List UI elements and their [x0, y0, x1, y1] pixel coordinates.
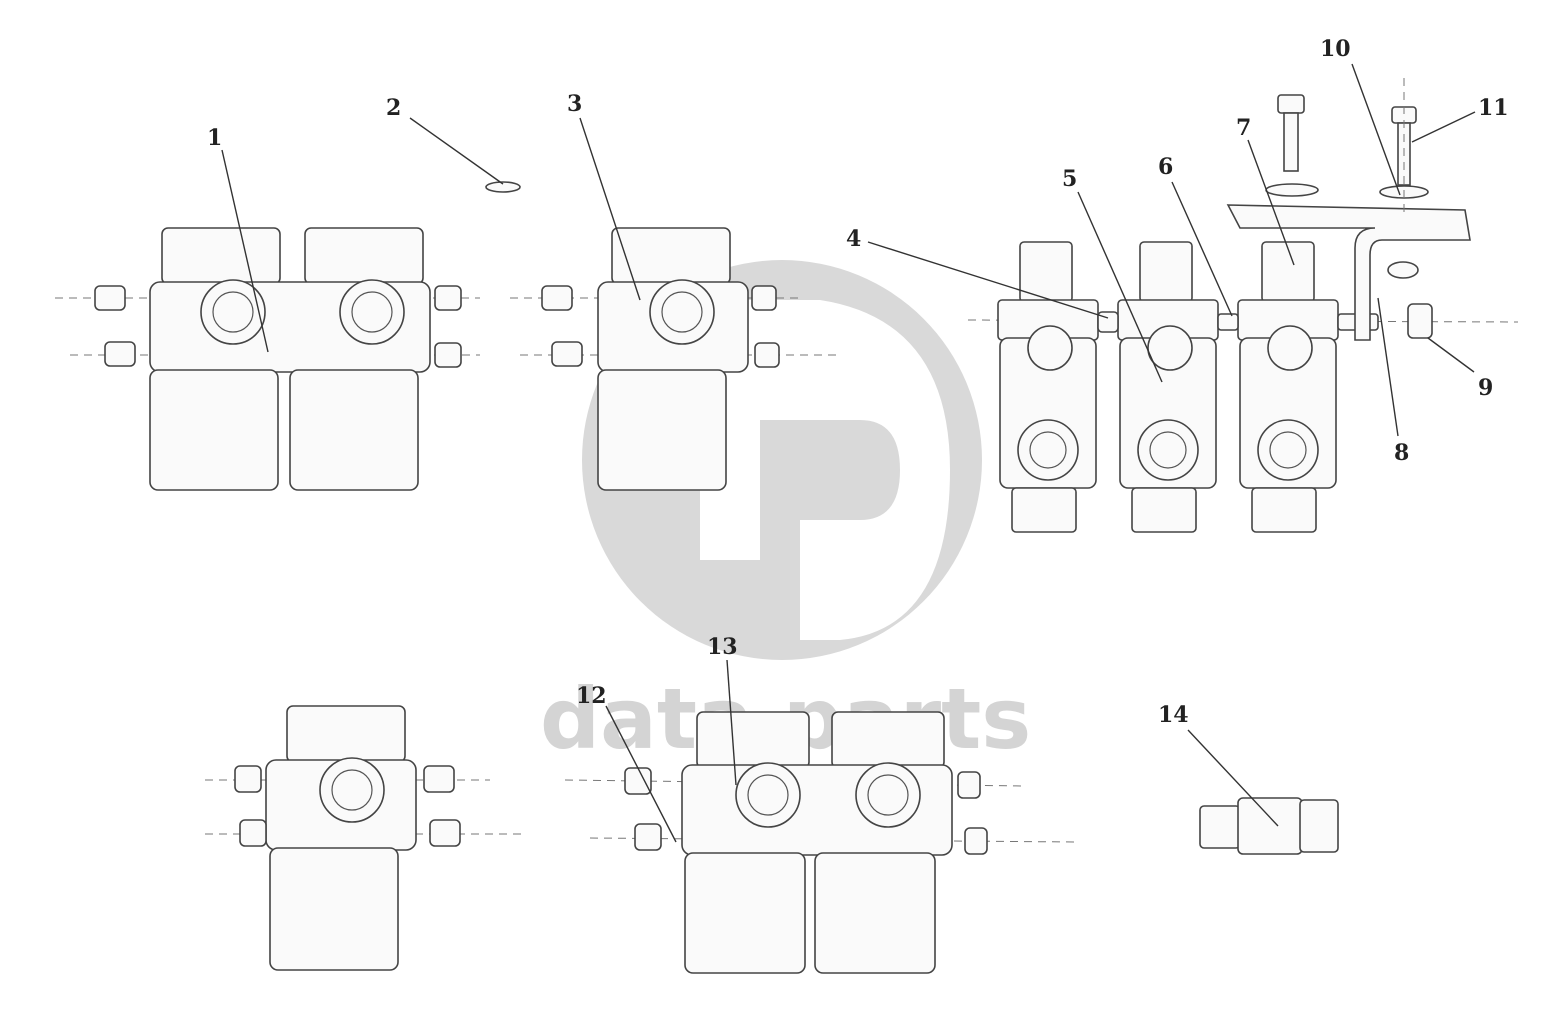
callout-10: 10 [1320, 36, 1351, 62]
callout-8: 8 [1394, 440, 1409, 466]
callout-7: 7 [1236, 115, 1251, 141]
valve-assembly-1 [55, 227, 480, 491]
valve-assembly-13 [564, 711, 1076, 974]
coupling-part-14 [1199, 797, 1339, 855]
callout-labels: 1 2 3 4 5 6 7 8 9 10 11 12 13 14 [207, 36, 1509, 728]
callout-14: 14 [1158, 702, 1189, 728]
callout-6: 6 [1158, 154, 1173, 180]
valve-assembly-bottom-left [205, 705, 525, 971]
callout-5: 5 [1062, 166, 1077, 192]
callout-13: 13 [707, 634, 738, 660]
callout-4: 4 [846, 226, 861, 252]
callout-3: 3 [567, 91, 582, 117]
callout-9: 9 [1478, 375, 1493, 401]
leader-lines [221, 63, 1476, 843]
callout-2: 2 [386, 95, 401, 121]
callout-1: 1 [207, 125, 222, 151]
callout-12: 12 [576, 683, 607, 709]
valve-assembly-3 [510, 227, 840, 491]
washer-part-2 [485, 181, 521, 193]
manifold-valve-bank [967, 78, 1519, 533]
callout-11: 11 [1478, 95, 1509, 121]
